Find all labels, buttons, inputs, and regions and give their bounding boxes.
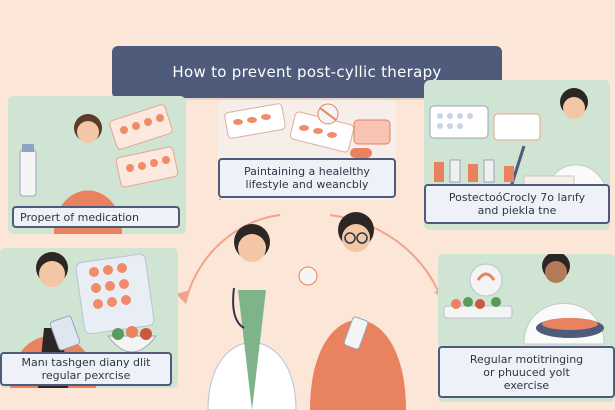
caption-line: and piekla tne <box>477 204 557 217</box>
doctor-patient-illustration <box>207 212 406 410</box>
caption-healthy-lifestyle: Paintaining a healelthy lifestyle and we… <box>218 158 396 198</box>
panel-diet-exercise: Manı tashgen diany dlit regular pexrcise <box>0 248 178 388</box>
page-title: How to prevent post-cyllic therapy <box>172 63 442 81</box>
caption-protection: PostectoóCrocly 7o larıfy and piekla tne <box>424 184 610 224</box>
panel-medication: Propert of medication <box>8 96 186 234</box>
caption-text: Propert of medication <box>20 210 140 224</box>
caption-line: exercise <box>503 378 550 392</box>
caption-regular-monitoring: Regular motitringing or phuuced yolt exe… <box>438 346 615 398</box>
panel-regular-monitoring: Regular motitringing or phuuced yolt exe… <box>438 254 615 402</box>
caption-line: lifestyle and weancbly <box>245 178 369 191</box>
caption-diet-exercise: Manı tashgen diany dlit regular pexrcise <box>0 352 172 386</box>
caption-line: Manı tashgen diany dlit <box>21 356 151 369</box>
panel-healthy-lifestyle: Paintaining a healelthy lifestyle and we… <box>218 100 396 200</box>
caption-line: Paintaining a healelthy <box>244 165 370 178</box>
caption-line: or phuuced yolt <box>483 365 570 379</box>
caption-line: regular pexrcise <box>41 369 131 382</box>
caption-line: PostectoóCrocly 7o larıfy <box>448 191 586 204</box>
caption-line: Regular motitringing <box>469 352 584 366</box>
panel-protection: PostectoóCrocly 7o larıfy and piekla tne <box>424 80 610 230</box>
pills-illustration <box>224 103 391 158</box>
caption-medication: Propert of medication <box>12 206 180 228</box>
cooking-illustration <box>443 254 605 345</box>
